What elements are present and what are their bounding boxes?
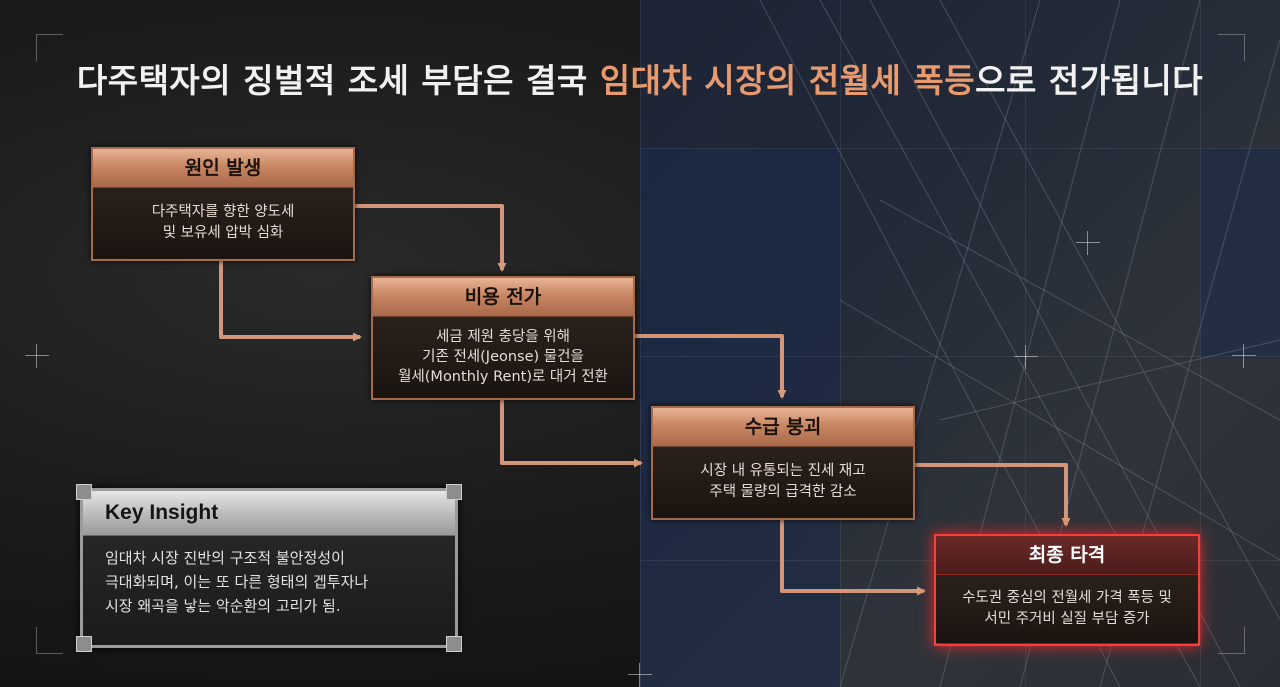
connector-cause-to-transfer: [352, 204, 507, 272]
node-line: 주택 물량의 급격한 감소: [709, 484, 857, 500]
crosshair-mark: [1014, 345, 1038, 369]
grid-line: [840, 0, 841, 687]
node-title: 최종 타격: [936, 536, 1198, 575]
node-line: 및 보유세 압박 심화: [162, 225, 284, 241]
frame-corner: [36, 34, 63, 61]
grid-line: [1200, 0, 1201, 687]
node-final-impact: 최종 타격 수도권 중심의 전월세 가격 폭등 및 서민 주거비 실질 부담 증…: [934, 534, 1200, 646]
node-line: 서민 주거비 실질 부담 증가: [984, 611, 1150, 627]
crosshair-mark: [25, 344, 49, 368]
node-title: 원인 발생: [93, 149, 353, 188]
connector-transfer-to-collapse: [632, 334, 787, 399]
node-supply-collapse: 수급 붕괴 시장 내 유통되는 진세 재고 주택 물량의 급격한 감소: [651, 406, 915, 520]
insight-body: 임대차 시장 진반의 구조적 불안정성이 극대화되며, 이는 또 다른 형태의 …: [83, 536, 455, 628]
node-body: 시장 내 유통되는 진세 재고 주택 물량의 급격한 감소: [653, 447, 913, 517]
node-title: 비용 전가: [373, 278, 633, 317]
node-line: 세금 제원 충당을 위해: [436, 329, 570, 345]
node-title: 수급 붕괴: [653, 408, 913, 447]
blue-panel: [1200, 148, 1280, 358]
crosshair-mark: [1076, 231, 1100, 255]
grid-line: [640, 356, 1280, 357]
insight-heading: Key Insight: [83, 491, 455, 536]
frame-corner: [1218, 627, 1245, 654]
grid-line: [1025, 0, 1026, 687]
insight-line: 임대차 시장 진반의 구조적 불안정성이: [105, 549, 345, 567]
insight-line: 극대화되며, 이는 또 다른 형태의 겝투자나: [105, 573, 369, 591]
title-text: 다주택자의 징벌적 조세 부담은 결국: [76, 61, 600, 100]
node-line: 기존 전세(Jeonse) 물건을: [422, 349, 584, 365]
corner-bolt-icon: [446, 636, 462, 652]
node-cost-transfer: 비용 전가 세금 제원 충당을 위해 기존 전세(Jeonse) 물건을 월세(…: [371, 276, 635, 400]
grid-line: [640, 148, 1280, 149]
connector-transfer-to-collapse-side: [500, 398, 643, 468]
grid-line: [640, 0, 641, 687]
connector-cause-to-transfer-side: [219, 258, 362, 342]
crosshair-mark: [1232, 344, 1256, 368]
connector-collapse-to-final: [912, 463, 1071, 527]
node-body: 세금 제원 충당을 위해 기존 전세(Jeonse) 물건을 월세(Monthl…: [373, 317, 633, 397]
node-line: 다주택자를 향한 양도세: [151, 204, 295, 220]
node-line: 시장 내 유통되는 진세 재고: [700, 463, 866, 479]
node-line: 월세(Monthly Rent)로 대거 전환: [398, 369, 608, 385]
frame-corner: [36, 627, 63, 654]
page-title: 다주택자의 징벌적 조세 부담은 결국 임대차 시장의 전월세 폭등으로 전가됩…: [0, 54, 1280, 102]
insight-line: 시장 왜곡을 낳는 악순환의 고리가 됨.: [105, 597, 341, 615]
corner-bolt-icon: [446, 484, 462, 500]
connector-collapse-to-final-side: [780, 518, 926, 596]
frame-corner: [1218, 34, 1245, 61]
crosshair-mark: [628, 663, 652, 687]
corner-bolt-icon: [76, 484, 92, 500]
node-body: 다주택자를 향한 양도세 및 보유세 압박 심화: [93, 188, 353, 258]
corner-bolt-icon: [76, 636, 92, 652]
title-highlight: 임대차 시장의 전월세 폭등: [599, 61, 976, 100]
node-cause: 원인 발생 다주택자를 향한 양도세 및 보유세 압박 심화: [91, 147, 355, 261]
node-body: 수도권 중심의 전월세 가격 폭등 및 서민 주거비 실질 부담 증가: [936, 575, 1198, 643]
title-text-end: 으로 전가됩니다: [975, 61, 1204, 100]
node-line: 수도권 중심의 전월세 가격 폭등 및: [962, 590, 1172, 606]
key-insight-box: Key Insight 임대차 시장 진반의 구조적 불안정성이 극대화되며, …: [76, 484, 462, 652]
